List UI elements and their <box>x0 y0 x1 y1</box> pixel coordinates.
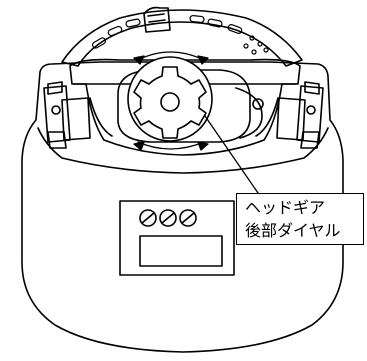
callout-label: ヘッドギア 後部ダイヤル <box>236 193 364 245</box>
rear-dial <box>127 56 213 142</box>
screw-icon-left <box>139 209 157 227</box>
callout-line-1: ヘッドギア <box>245 198 326 217</box>
crown-strap <box>61 9 303 67</box>
right-side-bracket <box>276 81 324 149</box>
screw-icon-right <box>179 209 197 227</box>
top-buckle <box>143 6 171 33</box>
screw-icon-middle <box>159 209 177 227</box>
callout-leader-line <box>204 115 259 194</box>
headgear-band-lower <box>73 83 297 156</box>
helmet-shell <box>21 61 344 353</box>
callout-line-2: 後部ダイヤル <box>245 221 341 240</box>
helmet-shell-inner <box>37 127 329 174</box>
left-side-bracket <box>43 81 91 149</box>
crown-strap-slots <box>91 14 269 55</box>
rotation-arrows <box>133 51 209 151</box>
front-plate <box>119 200 235 276</box>
